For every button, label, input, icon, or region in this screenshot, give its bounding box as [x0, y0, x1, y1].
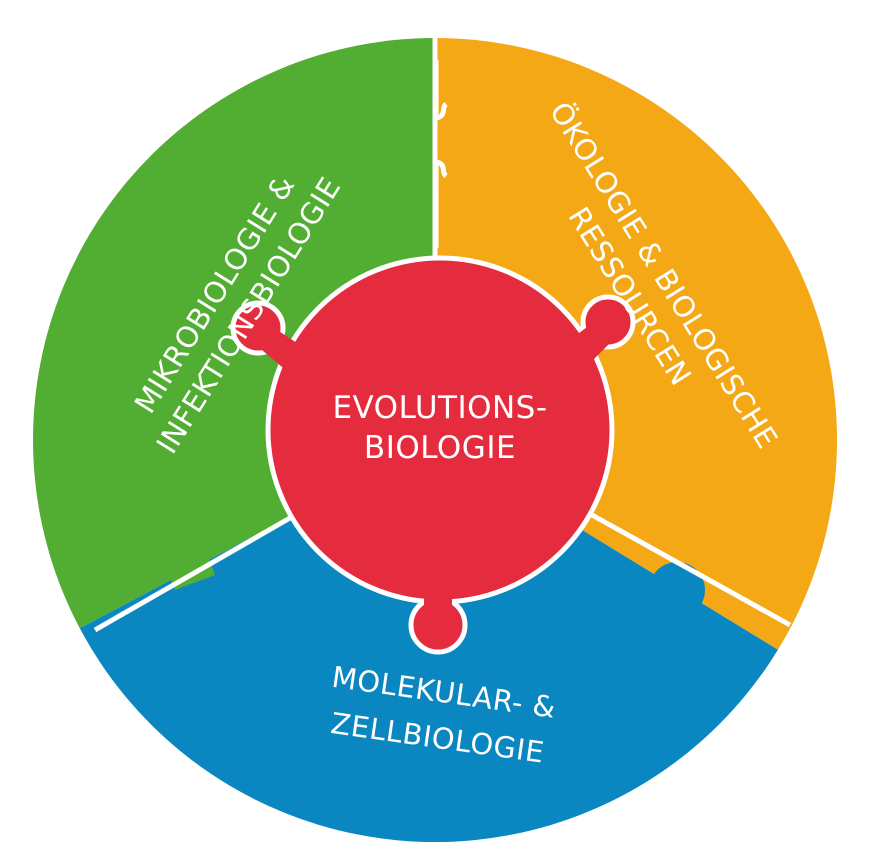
separator-left — [93, 515, 292, 633]
puzzle-knob-right — [640, 562, 705, 620]
center-label-line2: BIOLOGIE — [364, 430, 516, 466]
center-piece — [230, 255, 636, 655]
puzzle-knob-left — [150, 517, 215, 590]
center-label-line1: EVOLUTIONS- — [332, 390, 547, 426]
separator-right — [590, 512, 792, 628]
